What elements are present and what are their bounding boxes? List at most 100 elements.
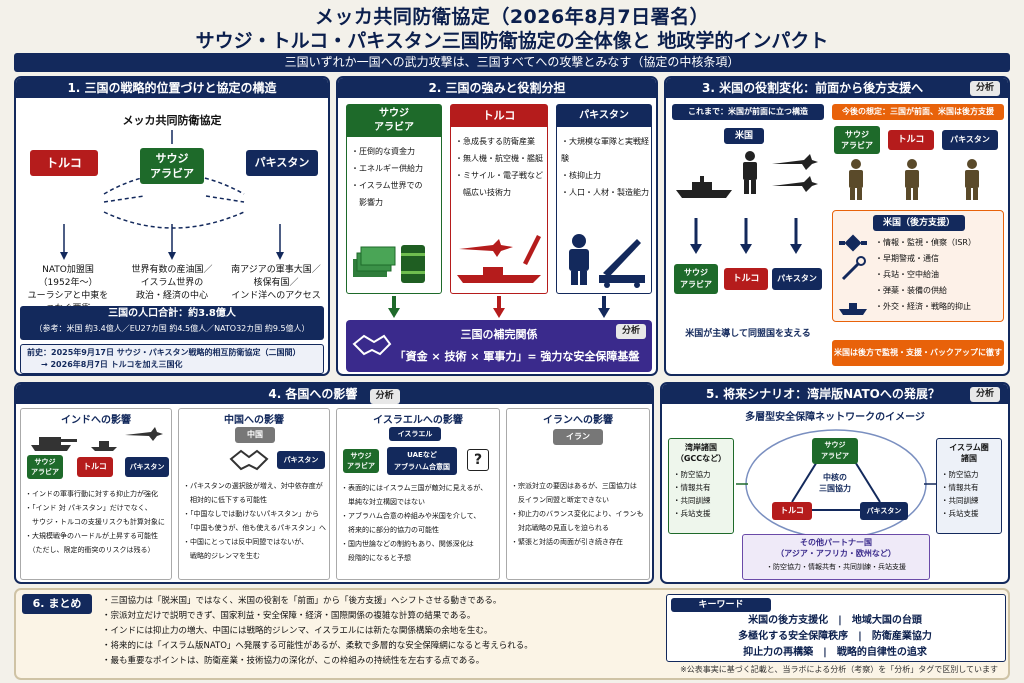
saudi-item-3: ・イスラム世界での — [351, 181, 423, 190]
pact-label: メッカ共同防衛協定 — [122, 114, 222, 127]
after-header: 今後の想定：三国が前面、米国は後方支援 — [832, 104, 1004, 120]
india-saudi-box: サウジ アラビア — [27, 455, 63, 479]
india-military-icon — [31, 427, 163, 451]
gcc-item-1: ・防空協力 — [673, 470, 711, 479]
pakistan-box-after: パキスタン — [942, 130, 998, 150]
china-item-1: ・パキスタンの選択肢が増え、対中依存度が — [183, 482, 323, 490]
complement-box: 三国の補完関係 分析 「資金 × 技術 × 軍事力」= 強力な安全保障基盤 — [346, 320, 652, 372]
israel-item-1: ・表面的にはイスラム三国が敵対に見えるが、 — [341, 484, 488, 492]
complement-title: 三国の補完関係 — [460, 328, 538, 341]
islamic-box: イスラム圏 諸国 ・防空協力 ・情報共有 ・共同訓練 ・兵站支援 — [936, 438, 1002, 534]
support-item-4: ・弾薬・装備の供給 — [875, 286, 947, 295]
iran-title: イランへの影響 — [543, 415, 613, 426]
uae-box: UAEなど アブラハム合意国 — [387, 447, 457, 475]
us-box-before: 米国 — [724, 128, 764, 144]
keyword-row-3: 抑止力の再構築 | 戦略的自律性の追求 — [743, 647, 927, 658]
iran-item-5: ・緊張と対話の両面が引き続き存在 — [511, 538, 623, 546]
saudi-desc: 世界有数の産油国／ イスラム世界の 政治・経済の中心 — [131, 265, 213, 301]
turkey-col-header: トルコ — [451, 105, 547, 127]
turkey-box-before: トルコ — [724, 268, 768, 290]
population-ref: （参考：米国 約3.4億人／EU27カ国 約4.5億人／NATO32カ国 約9.… — [34, 324, 310, 333]
three-soldiers-icon — [849, 159, 979, 200]
israel-item-6: 段階的になると予想 — [341, 554, 411, 562]
gcc-box: 湾岸諸国 （GCCなど） ・防空協力 ・情報共有 ・共同訓練 ・兵站支援 — [668, 438, 734, 534]
china-box: 中国 — [235, 427, 275, 443]
islamic-item-1: ・防空協力 — [941, 470, 979, 479]
china-pakistan-box: パキスタン — [277, 451, 325, 469]
complement-tag: 分析 — [615, 324, 646, 339]
panel-5: 5. 将来シナリオ：湾岸版NATOへの発展？ 分析 多層型安全保障ネットワークの… — [660, 382, 1010, 584]
pakistan-item-3: ・人口・人材・製造能力 — [561, 188, 649, 197]
summary-item-3: ・インドには抑止力の増大、中国には戦略的ジレンマ、イスラエルには新たな関係構築の… — [102, 626, 493, 636]
saudi-item-1: ・圧倒的な資金力 — [351, 147, 415, 156]
panel-2-title: 2. 三国の強みと役割分担 — [338, 78, 656, 98]
network-saudi-box: サウジ アラビア — [812, 438, 858, 464]
china-item-3: ・「中国なしでは動けないパキスタン」から — [183, 510, 320, 518]
panel-3-title: 3. 米国の役割変化：前面から後方支援へ — [702, 81, 924, 95]
iran-box: イラン — [553, 429, 603, 445]
footnote: ※公表事実に基づく記載と、当ラボによる分析（考察）を「分析」タグで区別しています — [680, 665, 998, 674]
panel-3-header: 3. 米国の役割変化：前面から後方支援へ 分析 — [666, 78, 1008, 98]
drone-missile-ship-icon — [457, 235, 541, 283]
islamic-item-4: ・兵站支援 — [941, 509, 979, 518]
partners-items: ・防空協力・情報共有・共同訓練・兵站支援 — [766, 563, 906, 571]
us-forces-icon — [676, 151, 818, 198]
israel-title: イスラエルへの影響 — [373, 415, 463, 426]
turkey-column: トルコ ・急成長する防衛産業 ・無人機・航空機・艦艇 ・ミサイル・電子戦など 幅… — [450, 104, 548, 294]
network-pakistan-box: パキスタン — [860, 502, 908, 520]
handshake-icon — [229, 449, 269, 471]
saudi-col-header: サウジ アラビア — [347, 105, 441, 137]
israel-box: イスラエル — [389, 427, 441, 441]
network-subtitle: 多層型安全保障ネットワークのイメージ — [745, 412, 925, 423]
india-item-5: （ただし、限定的衝突のリスクは残る） — [25, 546, 155, 554]
saudi-column: サウジ アラビア ・圧倒的な資金力 ・エネルギー供給力 ・イスラム世界での 影響… — [346, 104, 442, 294]
support-item-1: ・情報・監視・偵察（ISR） — [875, 238, 976, 247]
gcc-item-4: ・兵站支援 — [673, 509, 711, 518]
saudi-box: サウジ アラビア — [140, 148, 204, 184]
panel-6-title: 6. まとめ — [22, 594, 92, 614]
islamic-item-2: ・情報共有 — [941, 483, 979, 492]
china-item-6: 戦略的ジレンマを生む — [183, 552, 260, 560]
before-header: これまで：米国が前面に立つ構造 — [672, 104, 824, 120]
handshake-icon — [352, 334, 392, 356]
keyword-row-1: 米国の後方支援化 | 地域大国の台頭 — [748, 615, 922, 626]
population-box: 三国の人口合計：約3.8億人 （参考：米国 約3.4億人／EU27カ国 約4.5… — [20, 306, 324, 340]
gcc-item-2: ・情報共有 — [673, 483, 711, 492]
structure-arrows — [60, 130, 284, 260]
support-title: 米国（後方支援） — [873, 215, 965, 231]
panel-2: 2. 三国の強みと役割分担 サウジ アラビア ・圧倒的な資金力 ・エネルギー供給… — [336, 76, 658, 376]
panel-5-title: 5. 将来シナリオ：湾岸版NATOへの発展？ — [706, 387, 940, 401]
panel-6: 6. まとめ ・三国協力は「脱米国」ではなく、米国の役割を「前面」から「後方支援… — [14, 588, 1010, 680]
india-item-4: ・大規模戦争のハードルが上昇する可能性 — [25, 532, 158, 540]
israel-item-4: 将来的に部分的協力の可能性 — [341, 526, 439, 534]
turkey-item-2: ・無人機・航空機・艦艇 — [455, 154, 543, 163]
support-item-2: ・早期警戒・通信 — [875, 254, 939, 263]
iran-card: イランへの影響 イラン ・宗派対立の要因はあるが、三国協力は 反イラン同盟と断定… — [506, 408, 650, 580]
summary-item-2: ・宗派対立だけで説明できず、国家利益・安全保障・経済・国際関係の複雑な計算の結果… — [102, 611, 476, 621]
soldier-launcher-icon — [569, 234, 645, 288]
panel-5-header: 5. 将来シナリオ：湾岸版NATOへの発展？ 分析 — [662, 384, 1008, 404]
india-card: インドへの影響 サウジ アラビア トルコ パキスタン ・インドの軍事行動に対する… — [20, 408, 172, 580]
saudi-box-after: サウジ アラビア — [834, 126, 880, 154]
keyword-title: キーワード — [671, 598, 771, 612]
question-box: ? — [467, 449, 489, 471]
gcc-item-3: ・共同訓練 — [673, 496, 711, 505]
keyword-box: キーワード 米国の後方支援化 | 地域大国の台頭 多極化する安全保障秩序 | 防… — [666, 594, 1006, 662]
satellite-wrench-ship-icon — [839, 234, 867, 315]
pakistan-box-before: パキスタン — [772, 268, 822, 290]
panel-3-tag: 分析 — [969, 81, 1000, 96]
core-clause-banner: 三国いずれか一国への武力攻撃は、三国すべてへの攻撃とみなす（協定の中核条項） — [14, 53, 1010, 72]
turkey-item-3: ・ミサイル・電子戦など — [455, 171, 543, 180]
saudi-item-4: 影響力 — [351, 198, 383, 207]
summary-item-1: ・三国協力は「脱米国」ではなく、米国の役割を「前面」から「後方支援」へシフトさせ… — [102, 596, 502, 606]
islamic-title: イスラム圏 諸国 — [949, 443, 989, 463]
summary-item-5: ・最も重要なポイントは、防衛産業・技術協力の深化が、この枠組みの持続性を左右する… — [102, 656, 485, 666]
india-turkey-box: トルコ — [77, 457, 113, 477]
population-title: 三国の人口合計：約3.8億人 — [108, 308, 236, 319]
iran-item-4: 対応戦略の見直しを迫られる — [511, 524, 609, 532]
china-title: 中国への影響 — [224, 415, 284, 426]
gcc-title: 湾岸諸国 （GCCなど） — [675, 443, 727, 463]
history-line1: 前史：2025年9月17日 サウジ・パキスタン戦略的相互防衛協定（二国間） — [27, 348, 301, 357]
money-oil-icon — [353, 245, 425, 283]
india-title: インドへの影響 — [61, 415, 131, 426]
